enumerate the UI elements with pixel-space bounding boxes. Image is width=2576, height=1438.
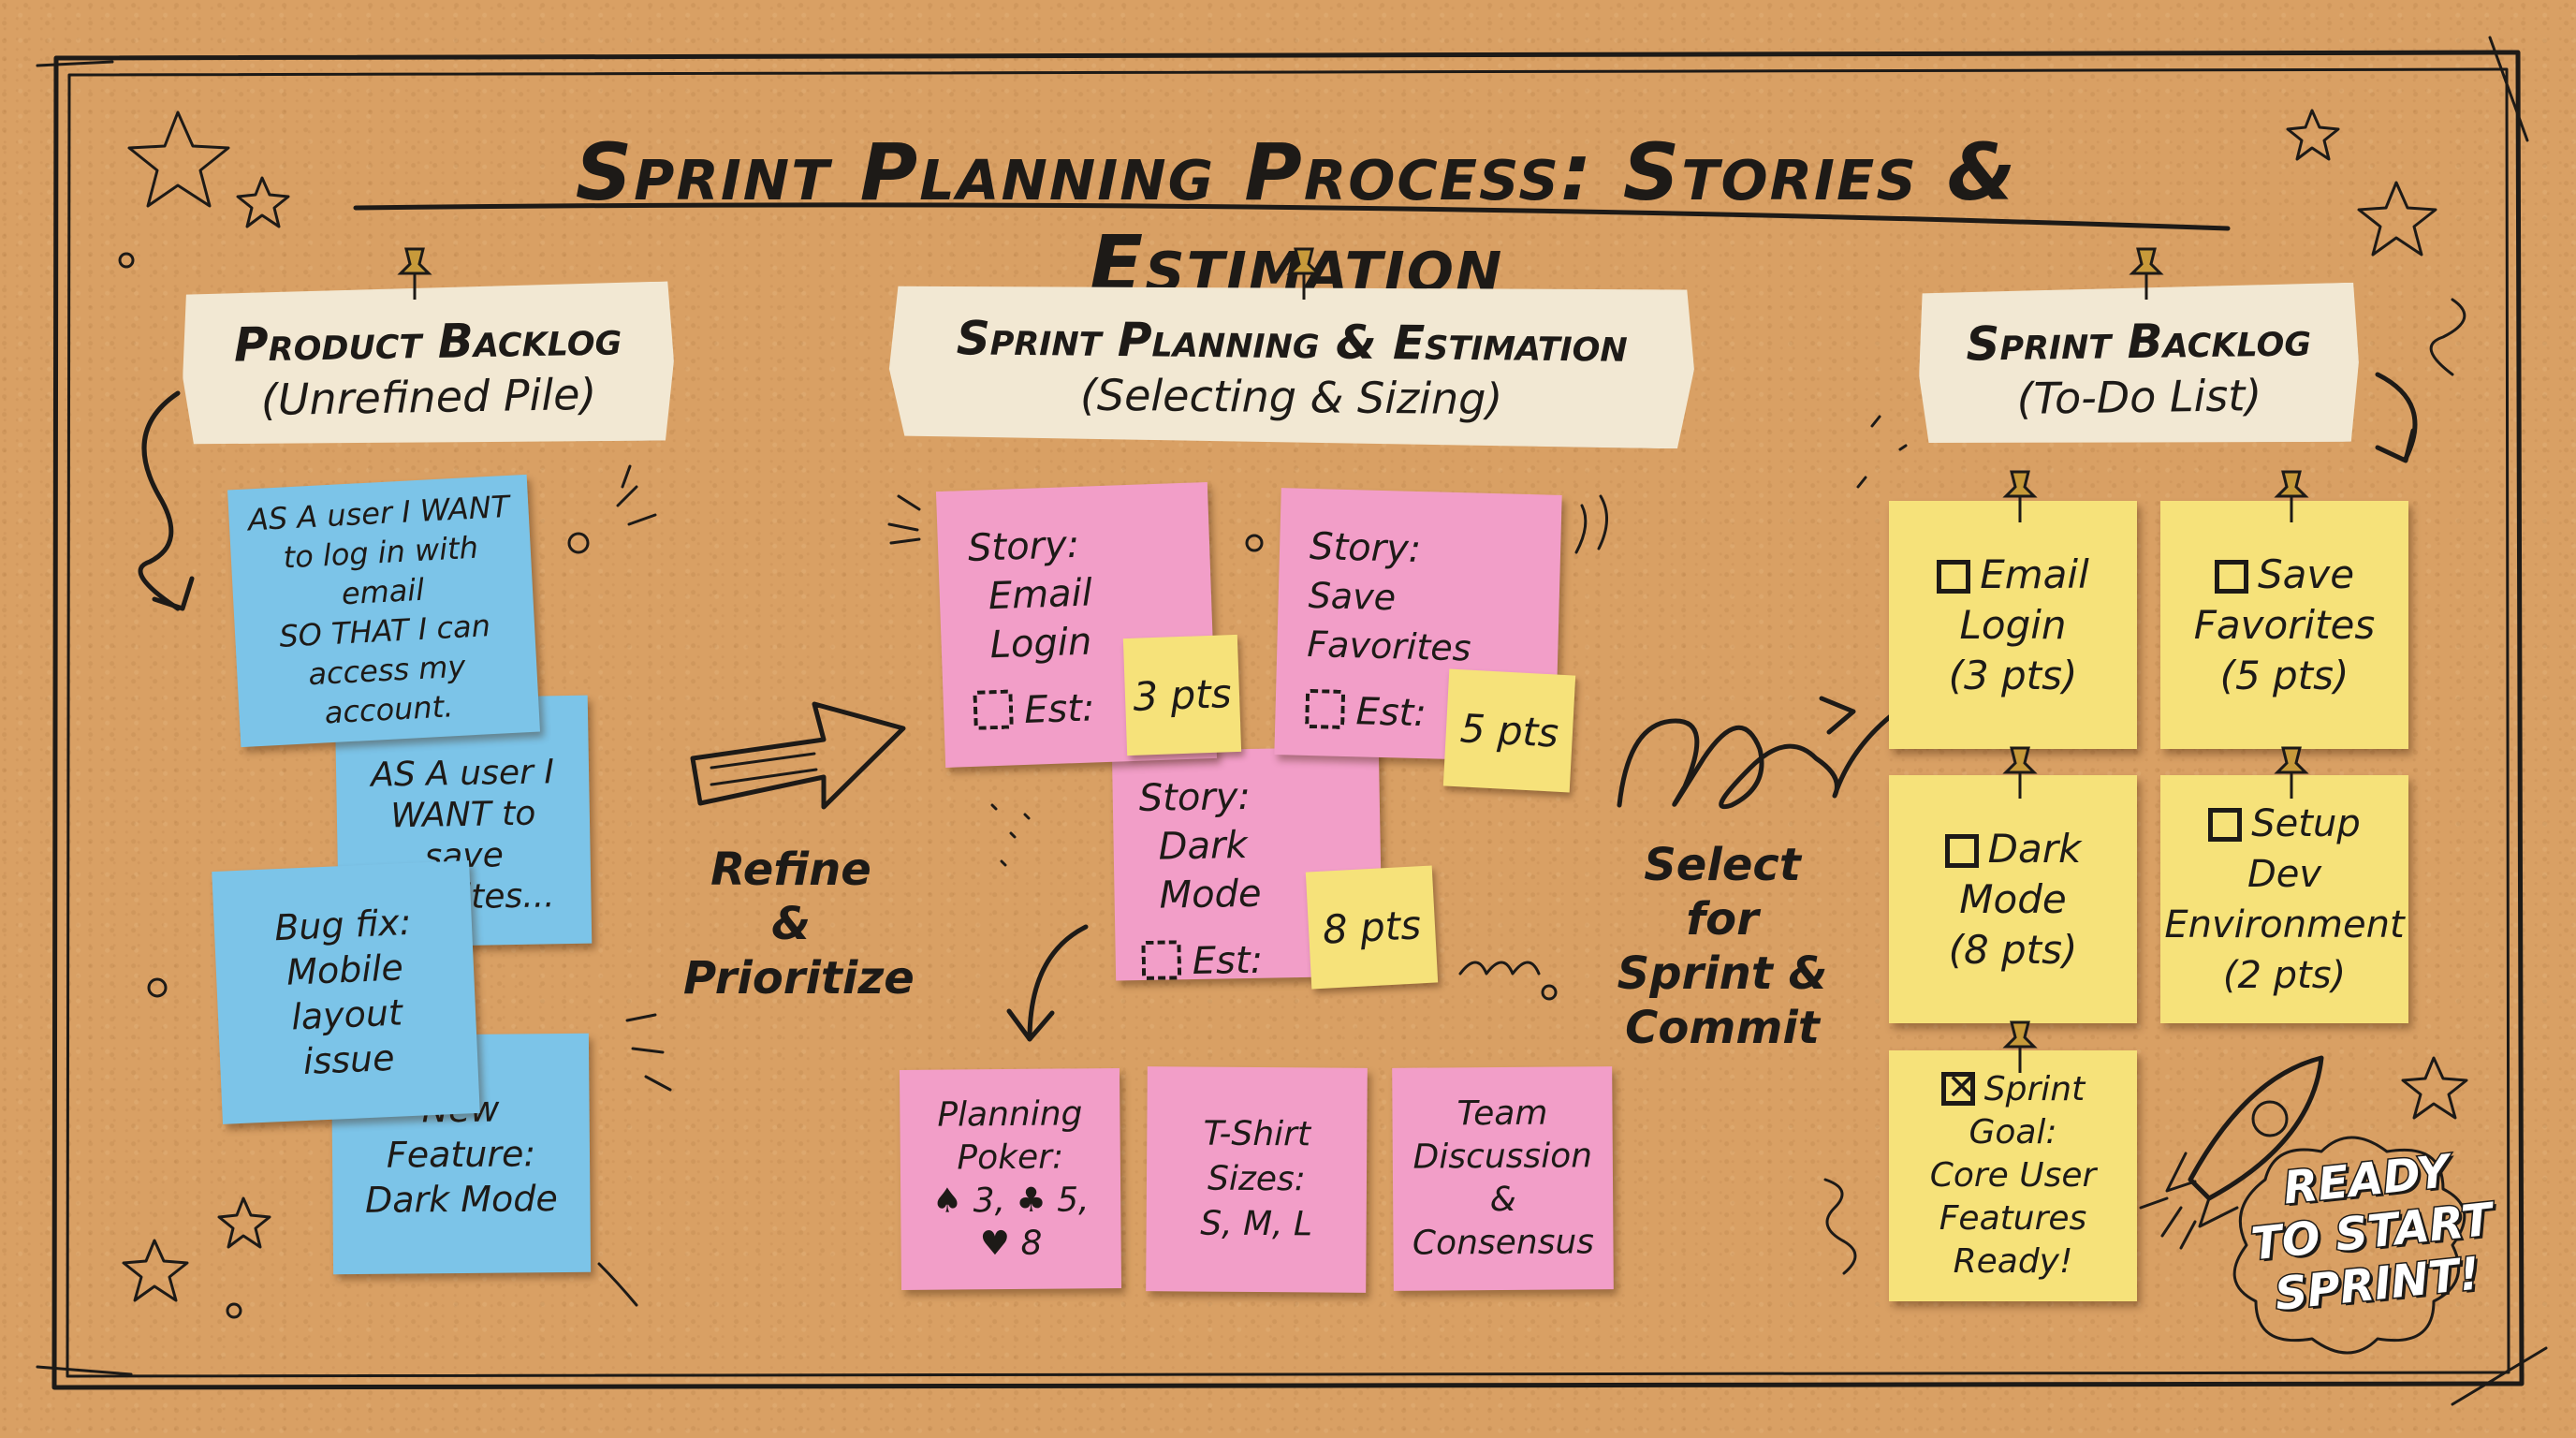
sprint-planning-heading: Sprint Planning & Estimation — [956, 311, 1629, 373]
todo-checkbox[interactable] — [2208, 807, 2243, 842]
points-note: 5 pts — [1442, 668, 1576, 793]
star-icon — [236, 176, 290, 228]
refine-label: Refine & Prioritize — [683, 844, 915, 1005]
sprint-planning-subheading: (Selecting & Sizing) — [1079, 369, 1503, 425]
todo-note-dark-mode: Dark Mode (8 pts) — [1889, 775, 2137, 1023]
estimate-checkbox[interactable] — [1305, 688, 1346, 729]
points-note: 8 pts — [1305, 865, 1439, 990]
star-icon — [122, 1239, 189, 1302]
todo-checkbox[interactable] — [2214, 559, 2248, 594]
pushpin-icon — [2274, 470, 2309, 522]
estimate-checkbox[interactable] — [973, 689, 1014, 730]
product-backlog-heading: Product Backlog — [233, 311, 622, 373]
pushpin-icon — [397, 247, 432, 300]
backlog-note: Bug fix: Mobile layout issue — [212, 860, 480, 1124]
technique-note-planning-poker: Planning Poker: ♠ 3, ♣ 5, ♥ 8 — [899, 1067, 1122, 1291]
sprint-backlog-subheading: (To-Do List) — [2016, 370, 2262, 424]
points-note: 3 pts — [1122, 634, 1242, 756]
pushpin-icon — [2002, 746, 2038, 799]
product-backlog-banner: Product Backlog (Unrefined Pile) — [182, 281, 676, 448]
product-backlog-subheading: (Unrefined Pile) — [260, 368, 597, 426]
arrow-icon — [138, 390, 181, 611]
todo-checkbox[interactable] — [1944, 833, 1979, 868]
todo-checkbox[interactable] — [1937, 559, 1971, 594]
sprint-planning-banner: Sprint Planning & Estimation (Selecting … — [888, 282, 1695, 449]
pushpin-icon — [2002, 470, 2038, 522]
star-icon — [2357, 181, 2437, 257]
pushpin-icon — [2274, 746, 2309, 799]
select-label: Select for Sprint & Commit — [1617, 839, 1828, 1054]
sprint-backlog-banner: Sprint Backlog (To-Do List) — [1918, 283, 2360, 448]
backlog-note: AS A user I WANT to log in with email SO… — [227, 474, 540, 748]
star-icon — [217, 1196, 271, 1249]
technique-note-tshirt-sizes: T-Shirt Sizes: S, M, L — [1146, 1066, 1368, 1293]
todo-note-email-login: Email Login (3 pts) — [1889, 501, 2137, 749]
todo-note-save-favorites: Save Favorites (5 pts) — [2160, 501, 2408, 749]
pushpin-icon — [1286, 247, 1322, 300]
star-icon — [127, 110, 230, 208]
todo-checkbox-checked[interactable] — [1940, 1065, 1977, 1108]
pushpin-icon — [2002, 1020, 2038, 1073]
todo-note-setup-dev: Setup Dev Environment (2 pts) — [2160, 775, 2408, 1023]
page-title: Sprint Planning Process: Stories & Estim… — [575, 126, 2018, 310]
arrow-icon — [690, 701, 906, 810]
ready-badge: READY TO START SPRINT! — [2247, 1144, 2496, 1323]
star-icon — [2286, 109, 2340, 161]
arrow-icon — [1027, 924, 1089, 1042]
estimate-checkbox[interactable] — [1141, 940, 1182, 980]
star-icon — [2401, 1056, 2468, 1120]
todo-note-sprint-goal: Sprint Goal: Core User Features Ready! — [1889, 1050, 2137, 1301]
sprint-backlog-heading: Sprint Backlog — [1965, 312, 2312, 372]
technique-note-team-discussion: Team Discussion & Consensus — [1392, 1066, 1614, 1291]
arrow-icon — [2375, 372, 2418, 462]
pushpin-icon — [2129, 247, 2164, 300]
